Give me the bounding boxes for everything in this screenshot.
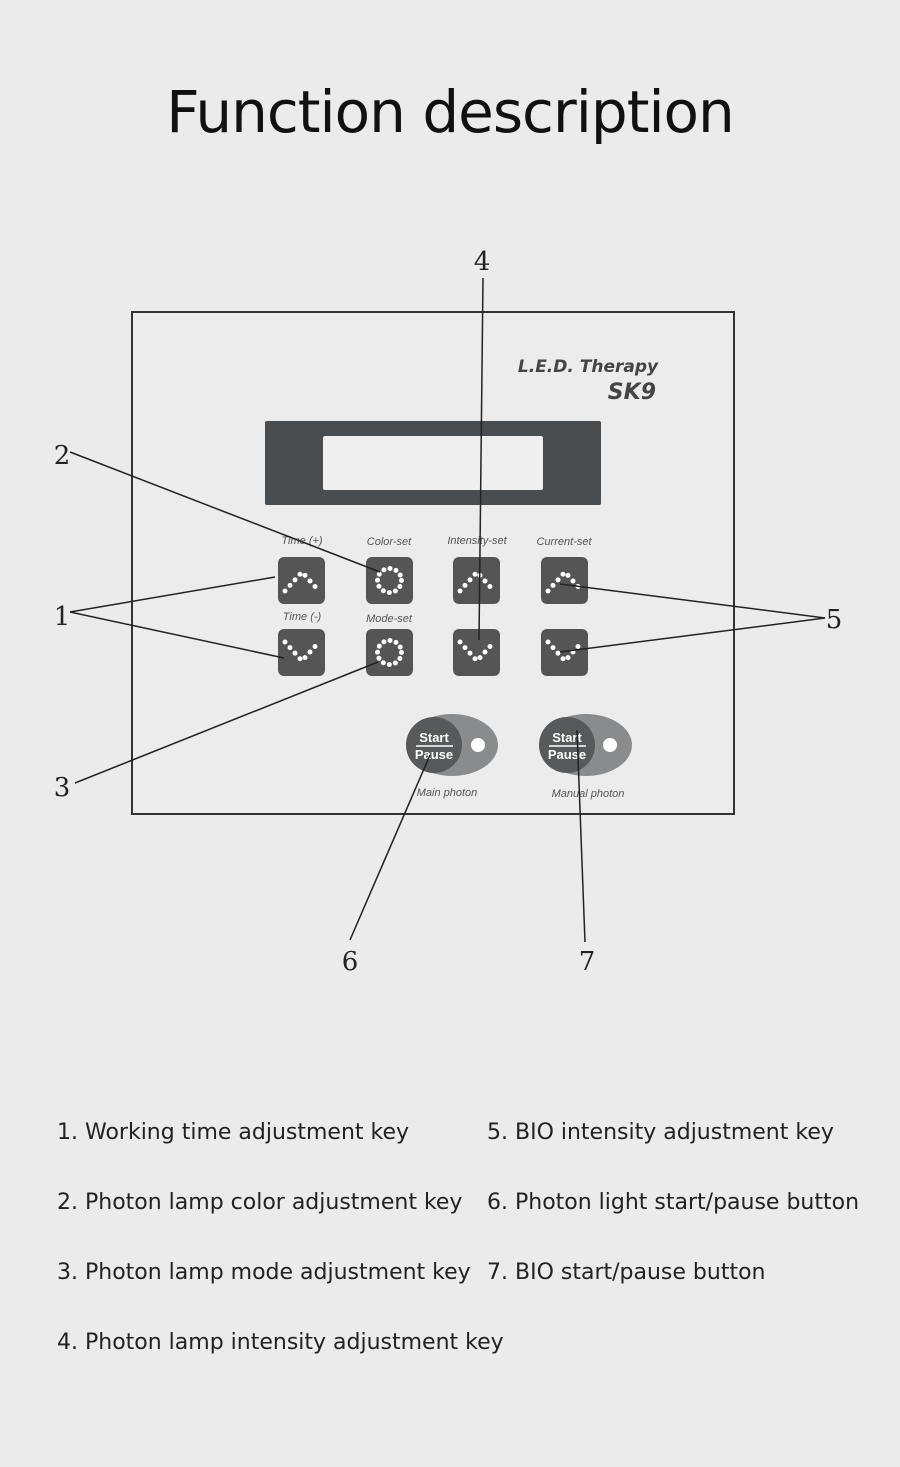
intensity-set-label: Intensity-set <box>447 535 507 547</box>
legend-item-6: 6. Photon light start/pause button <box>487 1190 860 1215</box>
chevron-down-icon <box>457 639 497 665</box>
main-photon-label: Main photon <box>417 787 478 799</box>
color-set-label: Color-set <box>367 536 412 548</box>
chevron-down-icon <box>545 639 585 665</box>
lcd-screen <box>323 436 543 490</box>
svg-text:Start: Start <box>419 730 449 745</box>
chevron-up-icon <box>282 568 322 594</box>
legend-item-2: 2. Photon lamp color adjustment key <box>57 1190 463 1215</box>
circle-icon <box>375 566 404 595</box>
page-title: Function description <box>166 78 735 146</box>
current-set-label: Current-set <box>536 536 592 548</box>
chevron-down-icon <box>282 639 322 665</box>
leader-lines <box>69 277 826 943</box>
callout-5: 5 <box>826 605 843 635</box>
current-down-key[interactable] <box>541 629 588 676</box>
legend-item-1: 1. Working time adjustment key <box>57 1120 410 1145</box>
brand-label: L.E.D. Therapy <box>518 357 659 377</box>
chevron-up-icon <box>457 568 497 594</box>
legend-item-3: 3. Photon lamp mode adjustment key <box>57 1260 471 1285</box>
mode-set-key[interactable] <box>366 629 413 676</box>
main-photon-start-pause-button[interactable]: Start Pause <box>406 714 498 776</box>
callout-6: 6 <box>342 947 359 977</box>
svg-text:Pause: Pause <box>548 747 586 762</box>
circle-icon <box>375 638 404 667</box>
callout-7: 7 <box>579 947 596 977</box>
model-label: SK9 <box>608 380 656 405</box>
legend-item-5: 5. BIO intensity adjustment key <box>487 1120 834 1145</box>
callout-2: 2 <box>54 441 71 471</box>
manual-photon-start-pause-button[interactable]: Start Pause <box>539 714 632 776</box>
color-set-key[interactable] <box>366 557 413 604</box>
chevron-up-icon <box>545 568 585 594</box>
current-up-key[interactable] <box>541 557 588 604</box>
mode-set-label: Mode-set <box>366 613 413 625</box>
svg-text:Start: Start <box>552 730 582 745</box>
time-minus-label: Time (-) <box>283 611 322 623</box>
time-minus-key[interactable] <box>278 629 325 676</box>
time-plus-key[interactable] <box>278 557 325 604</box>
legend-item-7: 7. BIO start/pause button <box>487 1260 766 1285</box>
callout-4: 4 <box>474 247 491 277</box>
manual-photon-label: Manual photon <box>552 788 625 800</box>
intensity-down-key[interactable] <box>453 629 500 676</box>
intensity-up-key[interactable] <box>453 557 500 604</box>
callout-3: 3 <box>54 773 71 803</box>
legend-item-4: 4. Photon lamp intensity adjustment key <box>57 1330 504 1355</box>
svg-text:Pause: Pause <box>415 747 453 762</box>
callout-1: 1 <box>54 602 71 632</box>
